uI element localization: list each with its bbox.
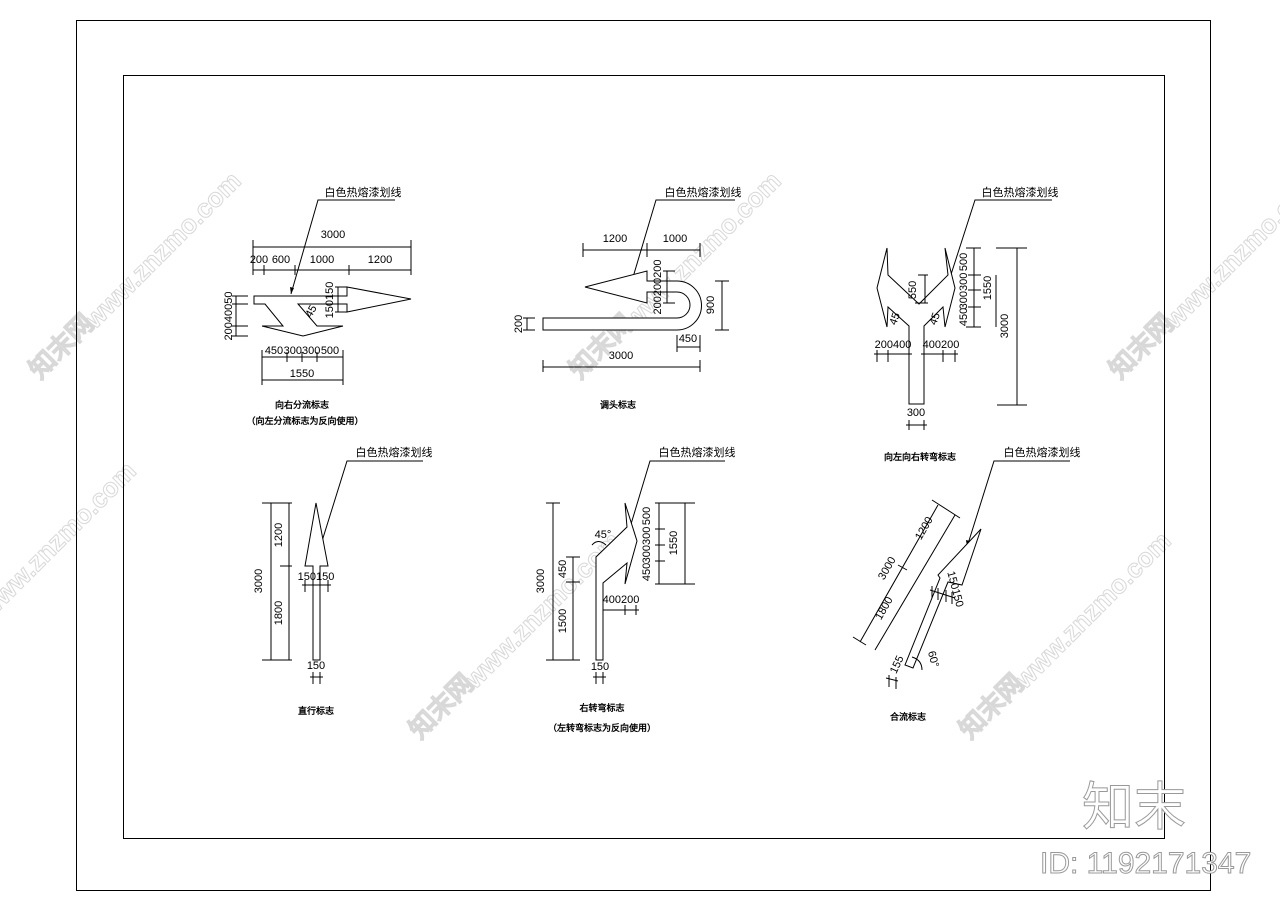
leader-line	[945, 199, 1052, 291]
caption: 合流标志	[890, 711, 926, 723]
dim: 150	[307, 660, 325, 672]
dim: 550	[907, 281, 919, 299]
dim: 450	[641, 563, 653, 581]
inner-frame	[123, 75, 1165, 839]
dim: 450	[679, 333, 697, 345]
dim: 1200	[913, 515, 936, 542]
dim: 450	[265, 345, 283, 357]
caption: 直行标志	[298, 705, 334, 717]
watermark-url: www.znzmo.com	[1007, 526, 1176, 695]
dim: 450	[557, 560, 569, 578]
dim-total: 3000	[876, 555, 899, 582]
dim: 200400	[875, 339, 912, 351]
dim: 20040050	[223, 292, 235, 341]
left-right-arrow	[876, 247, 956, 405]
watermark-url: www.znzmo.com	[77, 166, 246, 335]
dim: 1800	[273, 601, 285, 625]
caption: 调头标志	[600, 399, 636, 411]
merge-arrow	[904, 528, 982, 669]
panel-right-turn: 白色热熔漆划线 3000 450 1500 500 300300 450 155…	[535, 445, 736, 734]
dim: 1200	[603, 233, 627, 245]
dim: 400200	[923, 339, 960, 351]
caption: 向左向右转弯标志	[884, 451, 956, 463]
panel-left-right-turn: 白色热熔漆划线 550 45 45 500 300300 450 1550 30…	[874, 185, 1059, 463]
leader-line	[317, 460, 423, 555]
dim: 500	[321, 345, 339, 357]
leader-label: 白色热熔漆划线	[1004, 445, 1081, 459]
leader-label: 白色热熔漆划线	[982, 185, 1059, 199]
watermark-url: www.znzmo.com	[0, 456, 142, 625]
straight-arrow	[304, 502, 329, 661]
dim: 1200	[368, 254, 392, 266]
leader-line	[966, 460, 1070, 548]
caption-note: （左转弯标志为反向使用）	[548, 722, 656, 734]
dim: 500	[641, 507, 653, 525]
leader-arrow-icon	[290, 287, 294, 294]
dim: 300300	[284, 345, 321, 357]
brand-logo: 知末	[1082, 778, 1186, 838]
dim: 150150	[324, 282, 336, 319]
caption-note: （向左分流标志为反向使用）	[246, 415, 363, 427]
dim: 300300	[958, 273, 970, 310]
dim-total: 3000	[253, 569, 265, 593]
dim: 1000	[310, 254, 334, 266]
dim: 1200	[273, 523, 285, 547]
leader-line	[627, 199, 735, 295]
panel-straight: 白色热熔漆划线 3000 1200 1800 150150 150 直行标志	[253, 445, 433, 717]
dim-total: 1550	[290, 368, 314, 380]
dim: 200	[250, 254, 268, 266]
right-turn-arrow	[595, 502, 638, 661]
dim: 1500	[557, 609, 569, 633]
leader-label: 白色热熔漆划线	[356, 445, 433, 459]
leader-label: 白色热熔漆划线	[659, 445, 736, 459]
image-id: ID: 1192171347	[1040, 847, 1251, 880]
angle: 60°	[925, 650, 941, 669]
dim: 450	[958, 308, 970, 326]
dim-total: 3000	[999, 314, 1011, 338]
dim-total: 3000	[609, 350, 633, 362]
dim: 400200	[603, 594, 640, 606]
dim: 300	[907, 407, 925, 419]
dim: 1800	[873, 595, 896, 622]
dim: 150150	[298, 571, 335, 583]
outer-frame	[76, 20, 1211, 891]
angle: 45	[303, 303, 320, 320]
dim: 200200200	[652, 259, 664, 314]
watermark-url: www.znzmo.com	[1157, 166, 1280, 335]
dim-total: 1550	[668, 531, 680, 555]
angle: 45	[927, 311, 942, 327]
uturn-arrow	[542, 270, 702, 331]
dim: 600	[272, 254, 290, 266]
panel-diverge: 白色热熔漆划线 3000 200 600 1000 1200 20040050 …	[223, 185, 412, 427]
dim: 200	[513, 315, 525, 333]
caption: 右转弯标志	[578, 702, 624, 714]
leader-line	[290, 199, 395, 295]
panel-merge: 白色热熔漆划线 3000 1200 1800 150150 60° 155 合流…	[852, 445, 1081, 723]
angle: 45	[887, 311, 902, 327]
dim: 1000	[663, 233, 687, 245]
panel-uturn: 白色热熔漆划线 1200 1000 200200200 200 900 450 …	[513, 185, 742, 411]
caption: 向右分流标志	[275, 399, 329, 411]
dim: 150	[591, 661, 609, 673]
dim: 1550	[982, 276, 994, 300]
leader-label: 白色热熔漆划线	[325, 185, 402, 199]
dim: 155	[888, 654, 907, 676]
dim-total: 3000	[321, 229, 345, 241]
leader-label: 白色热熔漆划线	[665, 185, 742, 199]
dim-total: 3000	[535, 569, 547, 593]
diverge-arrow	[253, 286, 412, 337]
dim: 900	[705, 296, 717, 314]
dim: 300300	[641, 527, 653, 564]
angle: 45°	[595, 529, 612, 541]
dim: 500	[958, 253, 970, 271]
